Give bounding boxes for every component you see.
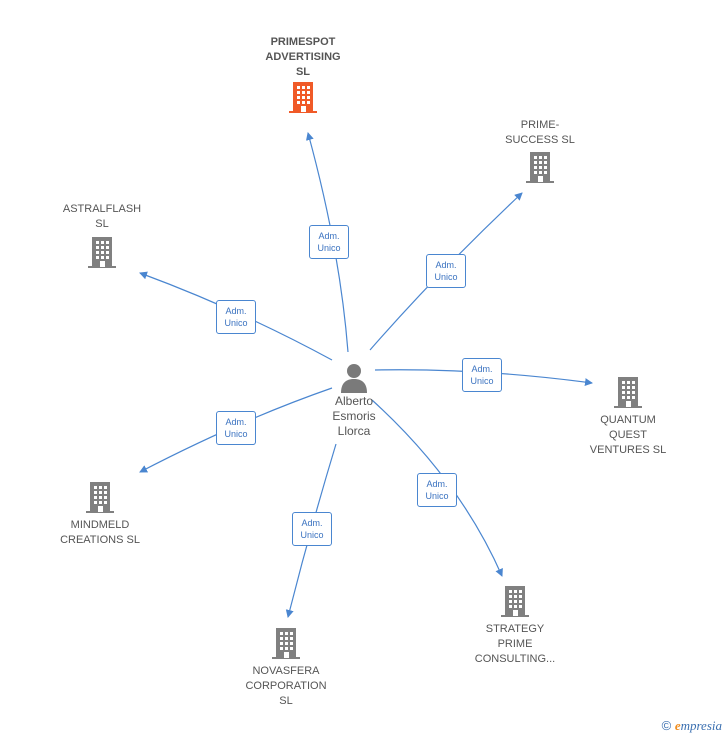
footer-brand[interactable]: © empresia	[662, 718, 722, 734]
empresia-logo: empresia	[674, 718, 722, 733]
relation-badge-primespot[interactable]: Adm. Unico	[309, 225, 349, 259]
building-icon	[86, 482, 114, 513]
person-label: Alberto Esmoris Llorca	[332, 394, 376, 438]
building-icon	[526, 152, 554, 183]
company-label: ASTRALFLASH SL	[62, 203, 142, 230]
building-icon	[614, 377, 642, 408]
relation-badge-astralflash[interactable]: Adm. Unico	[216, 300, 256, 334]
building-icon	[289, 82, 317, 113]
company-label: NOVASFERA CORPORATION SL	[245, 665, 327, 707]
company-label: PRIME- SUCCESS SL	[505, 119, 575, 146]
company-node-mindmeld[interactable]: MINDMELD CREATIONS SL	[50, 480, 150, 548]
copyright-symbol: ©	[661, 718, 672, 733]
building-icon	[501, 586, 529, 617]
company-node-primespot[interactable]: PRIMESPOT ADVERTISING SL	[248, 35, 358, 114]
company-node-novasfera[interactable]: NOVASFERA CORPORATION SL	[236, 626, 336, 709]
building-icon	[272, 628, 300, 659]
company-label: PRIMESPOT ADVERTISING SL	[265, 36, 341, 78]
company-label: STRATEGY PRIME CONSULTING...	[474, 623, 556, 665]
relation-badge-quantum[interactable]: Adm. Unico	[462, 358, 502, 392]
relation-badge-mindmeld[interactable]: Adm. Unico	[216, 411, 256, 445]
company-label: MINDMELD CREATIONS SL	[60, 519, 140, 546]
person-icon	[341, 364, 367, 393]
company-label: QUANTUM QUEST VENTURES SL	[589, 414, 667, 456]
company-node-strategy[interactable]: STRATEGY PRIME CONSULTING...	[465, 584, 565, 667]
building-icon	[88, 237, 116, 268]
person-node[interactable]: Alberto Esmoris Llorca	[312, 362, 396, 439]
relation-badge-prime-success[interactable]: Adm. Unico	[426, 254, 466, 288]
relation-badge-novasfera[interactable]: Adm. Unico	[292, 512, 332, 546]
relation-badge-strategy[interactable]: Adm. Unico	[417, 473, 457, 507]
company-node-quantum[interactable]: QUANTUM QUEST VENTURES SL	[578, 375, 678, 458]
company-node-prime-success[interactable]: PRIME- SUCCESS SL	[490, 118, 590, 184]
company-node-astralflash[interactable]: ASTRALFLASH SL	[52, 202, 152, 269]
